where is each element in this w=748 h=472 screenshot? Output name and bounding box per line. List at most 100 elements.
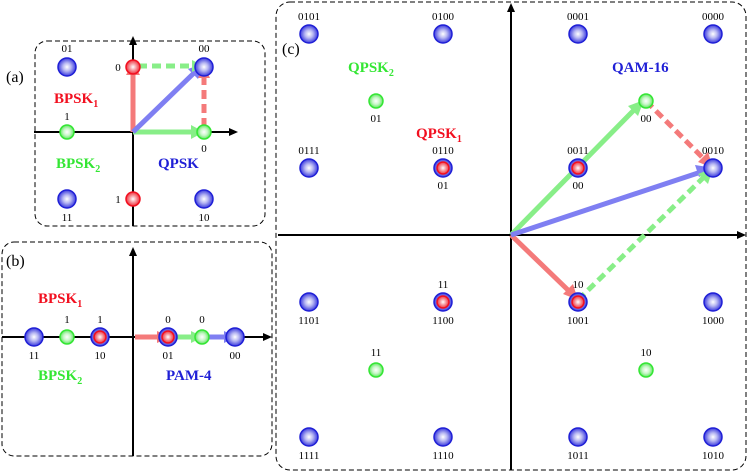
panel-c-arrow-green-dashed <box>576 175 706 302</box>
svg-text:0110: 0110 <box>432 145 454 157</box>
panel-b-scheme-pam4: PAM-4 <box>166 368 212 384</box>
svg-text:1: 1 <box>115 194 121 206</box>
svg-text:0011: 0011 <box>567 145 589 157</box>
panel-c-point-red-01: 01 <box>436 161 450 192</box>
panel-b-scheme-bpsk2: BPSK2 <box>38 368 82 387</box>
panel-c-scheme-qpsk2: QPSK2 <box>348 60 394 79</box>
svg-text:0: 0 <box>199 314 205 326</box>
panel-c-point-1000: 1000 <box>702 292 725 327</box>
svg-text:10: 10 <box>95 350 107 362</box>
svg-text:0001: 0001 <box>567 11 589 23</box>
svg-text:1110: 1110 <box>432 450 454 462</box>
panel-a: (a) BPSK1 BPSK2 QPSK 01 00 11 10 0 1 1 0 <box>6 36 266 227</box>
panel-c-x-arrowhead <box>737 231 746 239</box>
svg-text:11: 11 <box>371 347 382 359</box>
panel-c-point-1101: 1101 <box>298 292 320 327</box>
panel-a-point-01: 01 <box>57 43 77 77</box>
panel-c-point-0000: 0000 <box>702 11 725 44</box>
panel-b: (b) BPSK1 BPSK2 PAM-4 11 10 01 00 1 0 1 … <box>1 241 273 457</box>
svg-text:01: 01 <box>371 113 382 125</box>
panel-c-point-0101: 0101 <box>298 11 320 44</box>
panel-c-point-red-10: 10 <box>571 279 585 309</box>
panel-c-y-arrowhead <box>507 3 515 12</box>
svg-text:00: 00 <box>573 180 585 192</box>
panel-b-point-11: 11 <box>24 327 44 362</box>
panel-c-point-0111: 0111 <box>298 145 320 178</box>
panel-b-point-red-1: 1 <box>93 314 107 344</box>
panel-b-point-red-0: 0 <box>161 314 175 344</box>
svg-text:0111: 0111 <box>298 145 319 157</box>
svg-text:0: 0 <box>115 62 121 74</box>
svg-text:01: 01 <box>62 43 73 55</box>
svg-text:0101: 0101 <box>298 11 320 23</box>
panel-c-arrow-red-dashed <box>644 99 706 161</box>
svg-text:0010: 0010 <box>702 145 725 157</box>
panel-c-point-0001: 0001 <box>567 11 589 44</box>
svg-text:1: 1 <box>97 314 103 326</box>
panel-a-point-00: 00 <box>194 43 214 77</box>
svg-text:1000: 1000 <box>702 315 725 327</box>
svg-text:10: 10 <box>573 279 585 291</box>
panel-c-point-1011: 1011 <box>567 427 589 462</box>
svg-text:01: 01 <box>438 180 449 192</box>
svg-text:00: 00 <box>230 350 242 362</box>
panel-c-point-green-11: 11 <box>368 347 384 378</box>
panel-a-point-green-0: 0 <box>196 124 212 155</box>
panel-c: (c) QPSK2 QPSK1 QAM-16 0101 0100 0001 00… <box>275 1 747 471</box>
panel-a-frame <box>34 40 266 227</box>
panel-c-point-0010: 0010 <box>702 145 725 178</box>
panel-b-point-green-1: 1 <box>59 314 75 345</box>
svg-text:11: 11 <box>62 212 73 224</box>
panel-c-point-0100: 0100 <box>432 11 455 44</box>
svg-text:1100: 1100 <box>432 315 454 327</box>
panel-a-scheme-bpsk2: BPSK2 <box>56 156 100 175</box>
panel-c-arrow-blue <box>510 169 702 238</box>
panel-a-arrow-blue <box>131 70 197 134</box>
panel-b-point-00: 00 <box>225 327 245 362</box>
svg-text:1: 1 <box>64 314 70 326</box>
panel-b-tag: (b) <box>6 253 25 270</box>
panel-a-point-10: 10 <box>194 189 214 224</box>
panel-a-tag: (a) <box>6 69 24 86</box>
panel-c-point-red-11: 11 <box>436 279 450 309</box>
svg-text:1: 1 <box>64 111 70 123</box>
svg-text:10: 10 <box>199 212 211 224</box>
panel-a-point-11: 11 <box>57 189 77 224</box>
panel-c-point-1010: 1010 <box>702 427 725 462</box>
panel-c-point-green-10: 10 <box>638 347 654 378</box>
svg-text:0: 0 <box>201 143 207 155</box>
panel-c-scheme-qam16: QAM-16 <box>612 60 669 76</box>
svg-text:1101: 1101 <box>298 315 320 327</box>
svg-text:01: 01 <box>163 350 174 362</box>
panel-c-point-1110: 1110 <box>432 427 454 462</box>
panel-a-x-arrowhead <box>229 128 238 136</box>
svg-text:00: 00 <box>199 43 211 55</box>
panel-b-y-arrowhead <box>129 247 137 256</box>
svg-text:11: 11 <box>438 279 449 291</box>
svg-text:1011: 1011 <box>567 450 589 462</box>
panel-c-arrow-red-solid <box>509 233 571 293</box>
svg-text:0000: 0000 <box>702 11 725 23</box>
panel-c-point-green-01: 01 <box>368 93 384 125</box>
panel-a-scheme-bpsk1: BPSK1 <box>54 91 98 110</box>
panel-c-point-red-00: 00 <box>571 161 585 192</box>
svg-text:11: 11 <box>29 350 40 362</box>
panel-a-scheme-qpsk: QPSK <box>158 156 199 172</box>
svg-text:0100: 0100 <box>432 11 455 23</box>
svg-text:1010: 1010 <box>702 450 725 462</box>
panel-c-tag: (c) <box>282 41 300 58</box>
panel-b-point-green-0: 0 <box>194 314 210 345</box>
svg-text:1111: 1111 <box>299 450 320 462</box>
panel-b-scheme-bpsk1: BPSK1 <box>38 291 82 310</box>
panel-a-point-red-0: 0 <box>115 59 141 75</box>
panel-a-y-arrowhead <box>129 36 137 45</box>
svg-text:1001: 1001 <box>567 315 589 327</box>
panel-c-point-green-00: 00 <box>638 93 654 125</box>
svg-text:10: 10 <box>641 347 653 359</box>
panel-b-frame <box>1 241 273 457</box>
svg-text:0: 0 <box>165 314 171 326</box>
panel-a-point-red-1: 1 <box>115 191 141 207</box>
panel-c-point-1111: 1111 <box>299 427 320 462</box>
panel-c-scheme-qpsk1: QPSK1 <box>416 126 462 145</box>
